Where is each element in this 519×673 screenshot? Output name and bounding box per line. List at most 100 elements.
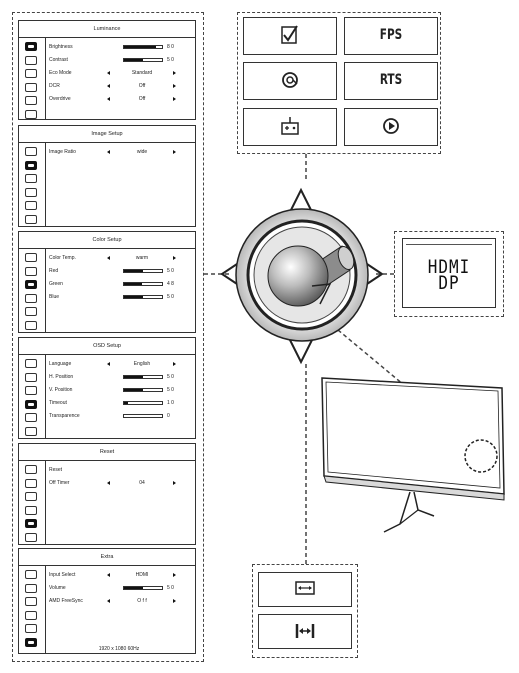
arrow-left-icon[interactable] [107,573,110,577]
arrow-right-icon[interactable] [173,150,176,154]
mode-tile-standard[interactable] [243,17,337,55]
arrow-left-icon[interactable] [107,71,110,75]
palette-icon[interactable] [25,597,37,606]
osd-slider-bar[interactable] [123,586,163,590]
play-circle-icon [344,108,438,151]
image-icon[interactable] [25,583,37,593]
image-icon[interactable] [25,55,37,65]
image-icon[interactable] [25,372,37,382]
osd-slider-bar[interactable] [123,295,163,299]
osd-slider-bar[interactable] [123,282,163,286]
reset-icon[interactable] [25,519,37,528]
extra-icon[interactable] [25,214,37,224]
osd-slider-bar[interactable] [123,58,163,62]
palette-icon[interactable] [25,492,37,501]
sun-icon[interactable] [25,570,37,579]
osd-row-label: Color Temp. [49,255,76,261]
sun-icon[interactable] [25,42,37,51]
osd-slider-bar[interactable] [123,401,163,405]
aspect-ratio-tile-fit[interactable] [258,614,352,649]
arrow-left-icon[interactable] [107,599,110,603]
reset-icon[interactable] [25,413,37,422]
osd-icon[interactable] [25,293,37,303]
arrow-left-icon[interactable] [107,97,110,101]
arrow-left-icon[interactable] [107,84,110,88]
direction-arrows [220,187,384,365]
arrow-right-icon[interactable] [173,362,176,366]
sun-icon[interactable] [25,359,37,368]
mode-tile-game[interactable] [243,108,337,146]
image-icon[interactable] [25,160,37,170]
mode-tile-rts[interactable]: RTS [344,62,438,100]
osd-slider-bar[interactable] [123,388,163,392]
arrow-left-icon[interactable] [107,481,110,485]
sun-icon[interactable] [25,465,37,474]
arrow-right-icon[interactable] [173,71,176,75]
mode-tile-fps[interactable]: FPS [344,17,438,55]
arrow-left-icon[interactable] [107,256,110,260]
osd-slider-bar[interactable] [123,269,163,273]
osd-row-reset[interactable]: Reset [49,466,189,475]
osd-slider-value: 8 0 [167,44,174,50]
arrow-left-icon[interactable] [107,150,110,154]
palette-icon[interactable] [25,174,37,183]
arrow-right-icon[interactable] [173,573,176,577]
reset-icon[interactable] [25,307,37,316]
osd-icon[interactable] [25,505,37,515]
arrow-right-icon[interactable] [173,84,176,88]
extra-icon[interactable] [25,426,37,436]
reset-icon[interactable] [25,624,37,633]
extra-icon[interactable] [25,532,37,542]
aspect-ratio-tile-wide[interactable] [258,572,352,607]
mode-tile-movie[interactable] [243,62,337,100]
extra-icon[interactable] [25,320,37,330]
mode-tile-eco[interactable] [344,108,438,146]
reset-icon[interactable] [25,96,37,105]
joystick-location-marker [464,439,498,473]
osd-icon[interactable] [25,82,37,92]
arrow-right-icon[interactable] [173,599,176,603]
arrow-right-icon[interactable] [173,256,176,260]
image-icon[interactable] [25,478,37,488]
extra-icon[interactable] [25,109,37,119]
image-icon[interactable] [25,266,37,276]
palette-icon[interactable] [25,386,37,395]
osd-slider-bar[interactable] [123,45,163,49]
osd-icon[interactable] [25,187,37,197]
palette-icon[interactable] [25,280,37,289]
arrow-right-icon[interactable] [173,481,176,485]
extra-icon[interactable] [25,637,37,647]
osd-icon[interactable] [25,399,37,409]
reset-icon[interactable] [25,201,37,210]
osd-slider-bar[interactable] [123,414,163,418]
sun-icon[interactable] [25,253,37,262]
osd-slider-fill [124,59,143,61]
osd-icon[interactable] [25,610,37,620]
sun-icon[interactable] [25,147,37,156]
input-hdmi-label: HDMI [427,255,471,278]
palette-icon[interactable] [25,69,37,78]
arrow-right-icon[interactable] [173,97,176,101]
osd-row-color-temp-[interactable]: Color Temp.warm [49,254,189,263]
arrow-left-icon[interactable] [107,362,110,366]
osd-slider-bar[interactable] [123,375,163,379]
